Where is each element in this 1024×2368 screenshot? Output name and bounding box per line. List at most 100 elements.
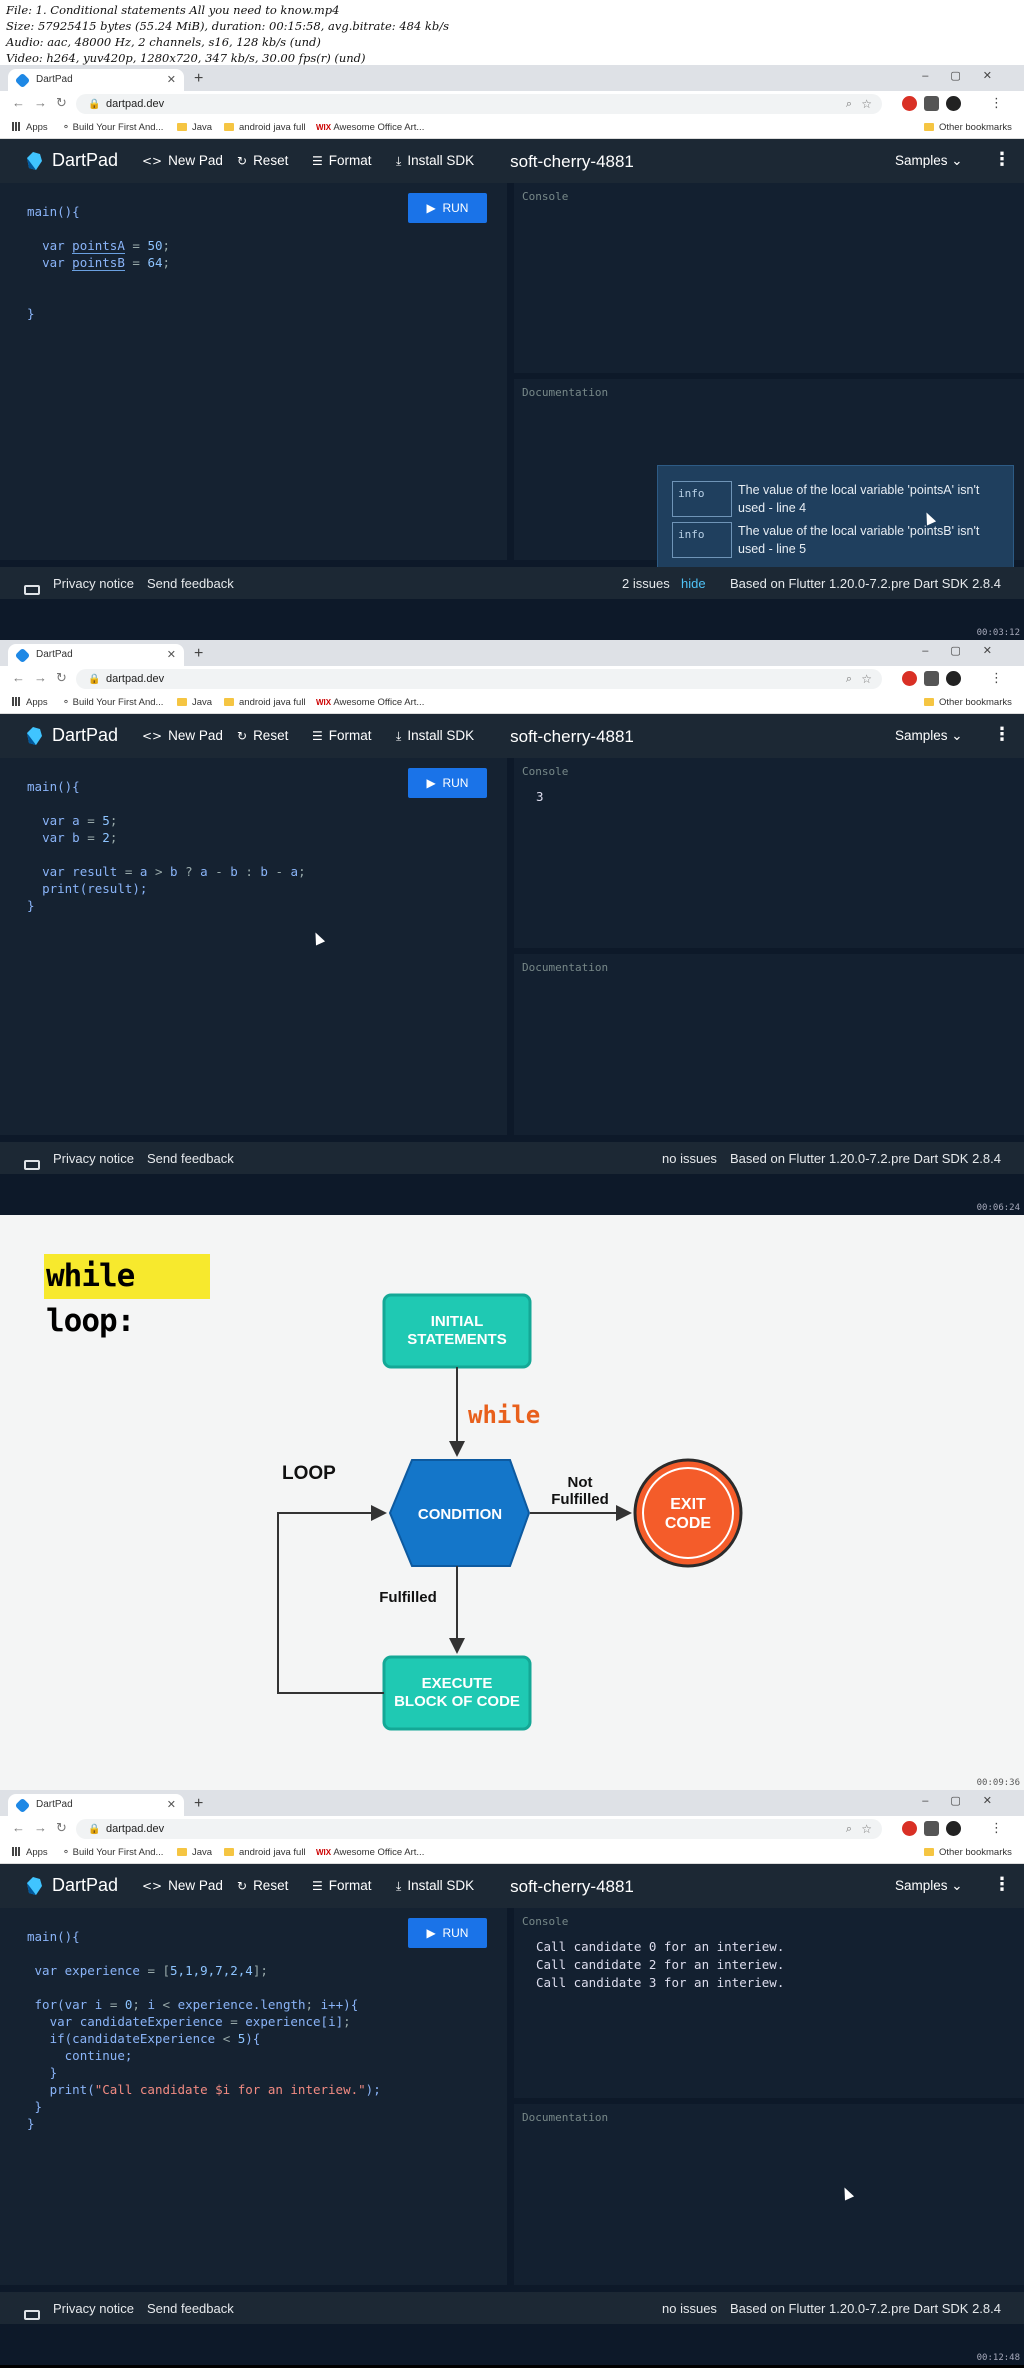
- browser-tab[interactable]: DartPad✕: [8, 69, 184, 91]
- more-menu-icon[interactable]: ⋮: [993, 1874, 1011, 1894]
- extensions-icon[interactable]: [924, 1821, 939, 1836]
- profile-avatar[interactable]: [946, 671, 961, 686]
- extensions-icon[interactable]: [924, 671, 939, 686]
- run-button[interactable]: ▶ RUN: [408, 768, 487, 798]
- reset-button[interactable]: ↻Reset: [237, 728, 289, 743]
- bookmark-item[interactable]: ⚬ Build Your First And...: [62, 697, 164, 708]
- zoom-icon[interactable]: ⌕: [845, 1823, 852, 1835]
- reload-icon[interactable]: ↻: [56, 95, 67, 110]
- hide-issues-link[interactable]: hide: [681, 576, 706, 591]
- close-tab-icon[interactable]: ✕: [166, 1799, 176, 1811]
- format-button[interactable]: ☰Format: [312, 153, 372, 168]
- profile-avatar[interactable]: [946, 96, 961, 111]
- back-icon[interactable]: ←: [12, 95, 25, 110]
- bookmark-item[interactable]: ⚬ Build Your First And...: [62, 122, 164, 133]
- samples-dropdown[interactable]: Samples ⌄: [895, 1878, 963, 1893]
- code-text[interactable]: main(){ var a = 5; var b = 2; var result…: [27, 779, 306, 913]
- other-bookmarks[interactable]: Other bookmarks: [924, 122, 1012, 133]
- privacy-link[interactable]: Privacy notice: [53, 2301, 134, 2316]
- new-tab-icon[interactable]: +: [194, 645, 204, 662]
- install-sdk-button[interactable]: ⤓Install SDK: [396, 1878, 475, 1893]
- window-controls[interactable]: –▢✕: [922, 70, 1014, 82]
- bookmark-apps[interactable]: Apps: [12, 1847, 48, 1858]
- close-tab-icon[interactable]: ✕: [166, 74, 176, 86]
- adblock-icon[interactable]: [902, 96, 917, 111]
- zoom-icon[interactable]: ⌕: [845, 673, 852, 685]
- chrome-menu-icon[interactable]: ⋮: [990, 95, 1003, 110]
- privacy-link[interactable]: Privacy notice: [53, 576, 134, 591]
- new-tab-icon[interactable]: +: [194, 70, 204, 87]
- code-editor[interactable]: ▶ RUN main(){ var pointsA = 50; var poin…: [0, 183, 507, 560]
- more-menu-icon[interactable]: ⋮: [993, 724, 1011, 744]
- new-pad-button[interactable]: <>New Pad: [142, 728, 223, 743]
- code-icon: <>: [142, 729, 163, 743]
- chrome-menu-icon[interactable]: ⋮: [990, 670, 1003, 685]
- new-pad-button[interactable]: <>New Pad: [142, 153, 223, 168]
- more-menu-icon[interactable]: ⋮: [993, 149, 1011, 169]
- address-bar[interactable]: 🔒dartpad.dev⌕☆: [76, 669, 882, 689]
- bookmark-apps[interactable]: Apps: [12, 122, 48, 133]
- forward-icon[interactable]: →: [34, 1820, 47, 1835]
- feedback-link[interactable]: Send feedback: [147, 1151, 234, 1166]
- reload-icon[interactable]: ↻: [56, 1820, 67, 1835]
- browser-tab[interactable]: DartPad✕: [8, 644, 184, 666]
- samples-dropdown[interactable]: Samples ⌄: [895, 728, 963, 743]
- bookmark-item[interactable]: WIX Awesome Office Art...: [316, 122, 425, 133]
- new-pad-button[interactable]: <>New Pad: [142, 1878, 223, 1893]
- feedback-link[interactable]: Send feedback: [147, 2301, 234, 2316]
- bookmark-item[interactable]: Java: [177, 1847, 212, 1858]
- new-tab-icon[interactable]: +: [194, 1795, 204, 1812]
- bookmark-item[interactable]: Java: [177, 697, 212, 708]
- globe-icon: ⚬: [62, 1847, 73, 1858]
- reload-icon[interactable]: ↻: [56, 670, 67, 685]
- run-button[interactable]: ▶ RUN: [408, 193, 487, 223]
- privacy-link[interactable]: Privacy notice: [53, 1151, 134, 1166]
- bookmark-item[interactable]: WIX Awesome Office Art...: [316, 1847, 425, 1858]
- code-text[interactable]: main(){ var experience = [5,1,9,7,2,4]; …: [27, 1929, 381, 2131]
- format-button[interactable]: ☰Format: [312, 1878, 372, 1893]
- forward-icon[interactable]: →: [34, 95, 47, 110]
- adblock-icon[interactable]: [902, 671, 917, 686]
- star-icon[interactable]: ☆: [861, 1822, 872, 1836]
- format-button[interactable]: ☰Format: [312, 728, 372, 743]
- back-icon[interactable]: ←: [12, 1820, 25, 1835]
- browser-toolbar: ← → ↻ 🔒dartpad.dev⌕☆ ⋮: [0, 1816, 1024, 1842]
- star-icon[interactable]: ☆: [861, 97, 872, 111]
- other-bookmarks[interactable]: Other bookmarks: [924, 697, 1012, 708]
- samples-dropdown[interactable]: Samples ⌄: [895, 153, 963, 168]
- code-editor[interactable]: ▶ RUN main(){ var a = 5; var b = 2; var …: [0, 758, 507, 1135]
- browser-tab[interactable]: DartPad✕: [8, 1794, 184, 1816]
- address-bar[interactable]: 🔒dartpad.dev⌕☆: [76, 94, 882, 114]
- back-icon[interactable]: ←: [12, 670, 25, 685]
- bookmark-item[interactable]: Java: [177, 122, 212, 133]
- forward-icon[interactable]: →: [34, 670, 47, 685]
- bookmark-item[interactable]: ⚬ Build Your First And...: [62, 1847, 164, 1858]
- code-text[interactable]: main(){ var pointsA = 50; var pointsB = …: [27, 204, 171, 321]
- feedback-link[interactable]: Send feedback: [147, 576, 234, 591]
- bookmark-apps[interactable]: Apps: [12, 697, 48, 708]
- install-sdk-button[interactable]: ⤓Install SDK: [396, 728, 475, 743]
- chrome-menu-icon[interactable]: ⋮: [990, 1820, 1003, 1835]
- bookmark-item[interactable]: android java full: [224, 1847, 306, 1858]
- bookmark-item[interactable]: android java full: [224, 122, 306, 133]
- profile-avatar[interactable]: [946, 1821, 961, 1836]
- bookmark-item[interactable]: WIX Awesome Office Art...: [316, 697, 425, 708]
- install-sdk-button[interactable]: ⤓Install SDK: [396, 153, 475, 168]
- window-controls[interactable]: –▢✕: [922, 645, 1014, 657]
- window-controls[interactable]: –▢✕: [922, 1795, 1014, 1807]
- reset-button[interactable]: ↻Reset: [237, 153, 289, 168]
- extensions-icon[interactable]: [924, 96, 939, 111]
- reset-button[interactable]: ↻Reset: [237, 1878, 289, 1893]
- run-button[interactable]: ▶ RUN: [408, 1918, 487, 1948]
- address-bar[interactable]: 🔒dartpad.dev⌕☆: [76, 1819, 882, 1839]
- adblock-icon[interactable]: [902, 1821, 917, 1836]
- zoom-icon[interactable]: ⌕: [845, 98, 852, 110]
- code-editor[interactable]: ▶ RUN main(){ var experience = [5,1,9,7,…: [0, 1908, 507, 2285]
- close-tab-icon[interactable]: ✕: [166, 649, 176, 661]
- other-bookmarks[interactable]: Other bookmarks: [924, 1847, 1012, 1858]
- star-icon[interactable]: ☆: [861, 672, 872, 686]
- bookmark-item[interactable]: android java full: [224, 697, 306, 708]
